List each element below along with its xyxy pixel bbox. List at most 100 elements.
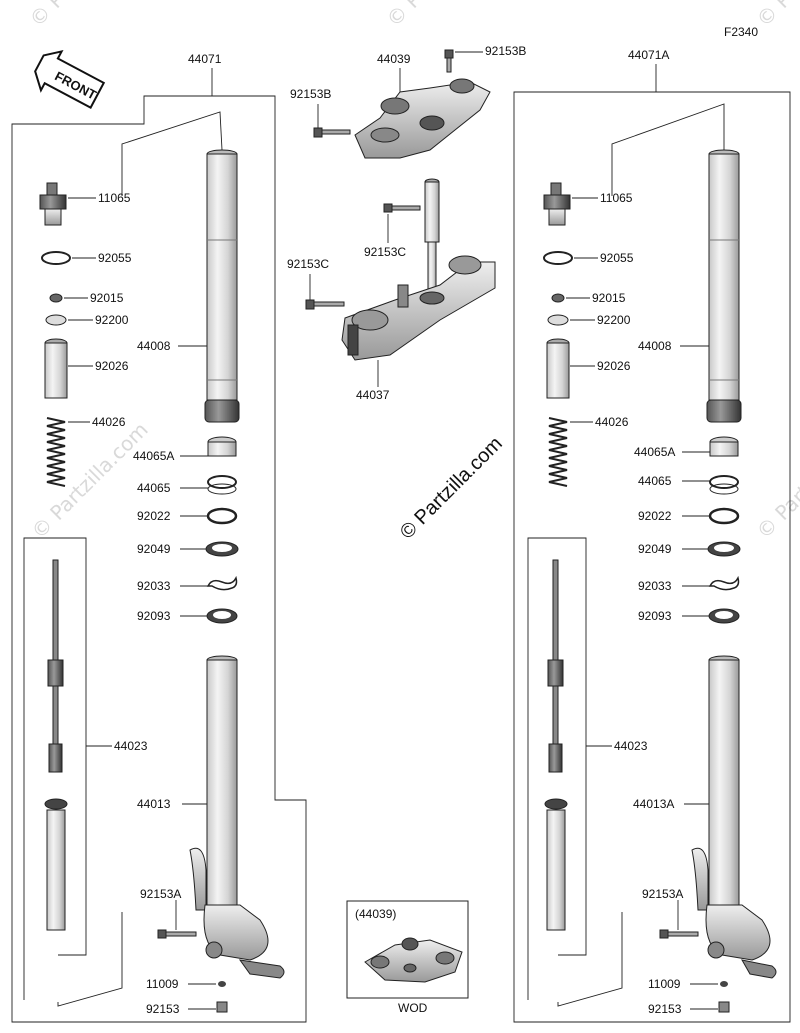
inner-tube-44013 <box>189 655 285 979</box>
circlip-92033 <box>206 575 238 591</box>
part-label: 92049 <box>638 542 672 556</box>
part-label: 92055 <box>98 251 132 265</box>
inner-tube-44013A <box>691 655 777 979</box>
washer-92200 <box>45 314 67 326</box>
outer-tube-44008 <box>204 149 240 423</box>
part-label: 92033 <box>638 579 672 593</box>
part-label: 11009 <box>146 977 179 991</box>
outer-tube-44008 <box>706 149 742 423</box>
part-label: 92153 <box>146 1002 180 1016</box>
front-arrow-icon: FRONT <box>34 49 106 109</box>
washer-92022 <box>206 507 238 525</box>
watermark-text: © Partzilla.com <box>752 0 800 32</box>
left-fork-assembly: 44071 <box>11 52 307 1023</box>
part-label: 44039 <box>377 52 411 66</box>
inset-reference: (44039) <box>355 907 396 921</box>
part-label: 44037 <box>356 388 390 402</box>
part-label: 44008 <box>638 339 672 353</box>
spring-44026 <box>548 417 568 487</box>
nut-92015 <box>551 293 565 303</box>
part-label: 11065 <box>98 191 131 205</box>
inset-caption: WOD <box>398 1001 428 1015</box>
damper-rod-44023 <box>44 559 68 931</box>
right-fork-assembly: 44071A <box>513 48 791 1023</box>
watermark-text: © Partzilla.com <box>752 417 800 543</box>
part-label: 92055 <box>600 251 634 265</box>
part-label: 11009 <box>648 977 681 991</box>
part-label: 92022 <box>638 509 672 523</box>
bushing-44065 <box>207 475 237 495</box>
copyright-text: © Partzilla.com <box>396 433 507 544</box>
washer-11009 <box>720 981 728 987</box>
watermark-text: © Partzilla.com <box>27 417 153 543</box>
assembly-outline <box>11 95 307 1023</box>
part-label: 44065A <box>133 449 174 463</box>
figure-code: F2340 <box>724 25 758 39</box>
fork-cap-11065 <box>39 182 67 226</box>
oil-seal-92049 <box>707 541 741 557</box>
part-label: 92153C <box>287 257 329 271</box>
assembly-number: 44071A <box>628 48 669 62</box>
part-label: 92153B <box>485 44 526 58</box>
part-label: 44065A <box>634 445 675 459</box>
bolt-92153 <box>216 1001 228 1013</box>
part-label: 92022 <box>137 509 171 523</box>
nut-92015 <box>49 293 63 303</box>
steering-stem <box>424 178 440 293</box>
part-label: 11065 <box>600 191 633 205</box>
oil-seal-92049 <box>205 541 239 557</box>
washer-92200 <box>547 314 569 326</box>
part-label: 92200 <box>95 313 129 327</box>
part-label: 92153B <box>290 87 331 101</box>
washer-11009 <box>218 981 226 987</box>
part-label: 92015 <box>90 291 124 305</box>
part-label: 44013 <box>137 797 171 811</box>
part-label: 44065 <box>137 481 171 495</box>
part-label: 44023 <box>614 739 648 753</box>
collar-92026 <box>546 338 570 399</box>
part-label: 44013A <box>633 797 674 811</box>
bolt-92153B-top <box>444 49 454 73</box>
bushing-44065A <box>709 436 739 457</box>
part-label: 92033 <box>137 579 171 593</box>
triple-clamp-group: 44039 92153B 92153B 92153C 92153C 44037 <box>287 44 526 402</box>
dust-seal-92093 <box>206 608 238 624</box>
part-label: 92049 <box>137 542 171 556</box>
lower-bracket-44037 <box>341 255 496 361</box>
collar-92026 <box>44 338 68 399</box>
fork-cap-11065 <box>543 182 571 226</box>
part-label: 44008 <box>137 339 171 353</box>
bolt-92153 <box>718 1001 730 1013</box>
watermark-text: © Partzilla.com <box>382 0 508 32</box>
assembly-number: 44071 <box>188 52 222 66</box>
bolt-92153C-left <box>305 299 345 310</box>
part-label: 92015 <box>592 291 626 305</box>
upper-bracket-44039 <box>354 78 491 159</box>
part-label: 92200 <box>597 313 631 327</box>
part-label: 92153A <box>642 887 683 901</box>
watermark-text: © Partzilla.com <box>25 0 151 32</box>
washer-92022 <box>708 507 740 525</box>
bushing-44065 <box>709 475 739 495</box>
part-label: 44065 <box>638 474 672 488</box>
part-label: 92153 <box>648 1002 682 1016</box>
o-ring-92055 <box>543 251 573 265</box>
bolt-92153C-right <box>383 203 421 213</box>
part-label: 44023 <box>114 739 148 753</box>
bushing-44065A <box>207 436 237 457</box>
bolt-92153A <box>157 929 197 939</box>
circlip-92033 <box>708 575 740 591</box>
part-label: 92153C <box>364 245 406 259</box>
bolt-92153B-left <box>313 127 351 138</box>
dust-seal-92093 <box>708 608 740 624</box>
wod-inset: (44039) WOD <box>346 900 469 1015</box>
part-label: 92153A <box>140 887 181 901</box>
o-ring-92055 <box>41 251 71 265</box>
part-label: 92093 <box>137 609 171 623</box>
damper-rod-44023 <box>544 559 568 931</box>
part-label: 44026 <box>92 415 126 429</box>
bolt-92153A <box>659 929 699 939</box>
assembly-outline <box>513 91 791 1023</box>
part-label: 92093 <box>638 609 672 623</box>
